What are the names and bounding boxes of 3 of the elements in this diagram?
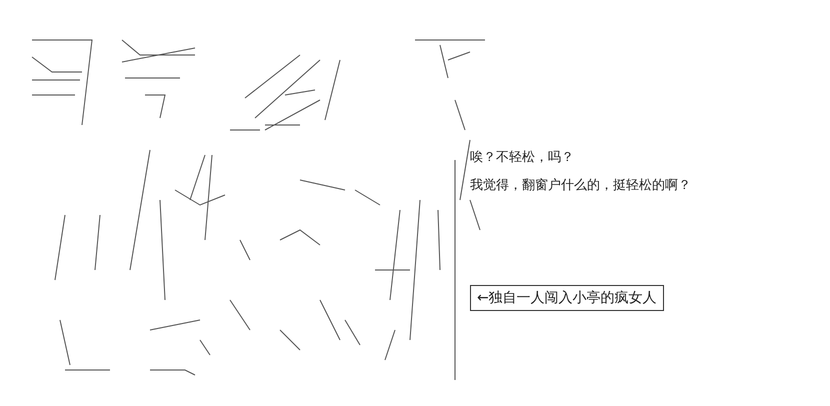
speech-text: 唉？不轻松，吗？ [470, 150, 574, 166]
caption-box: ←独自一人闯入小亭的疯女人 [470, 285, 664, 311]
speech-text: 我觉得，翻窗户什么的，挺轻松的啊？ [470, 178, 691, 194]
